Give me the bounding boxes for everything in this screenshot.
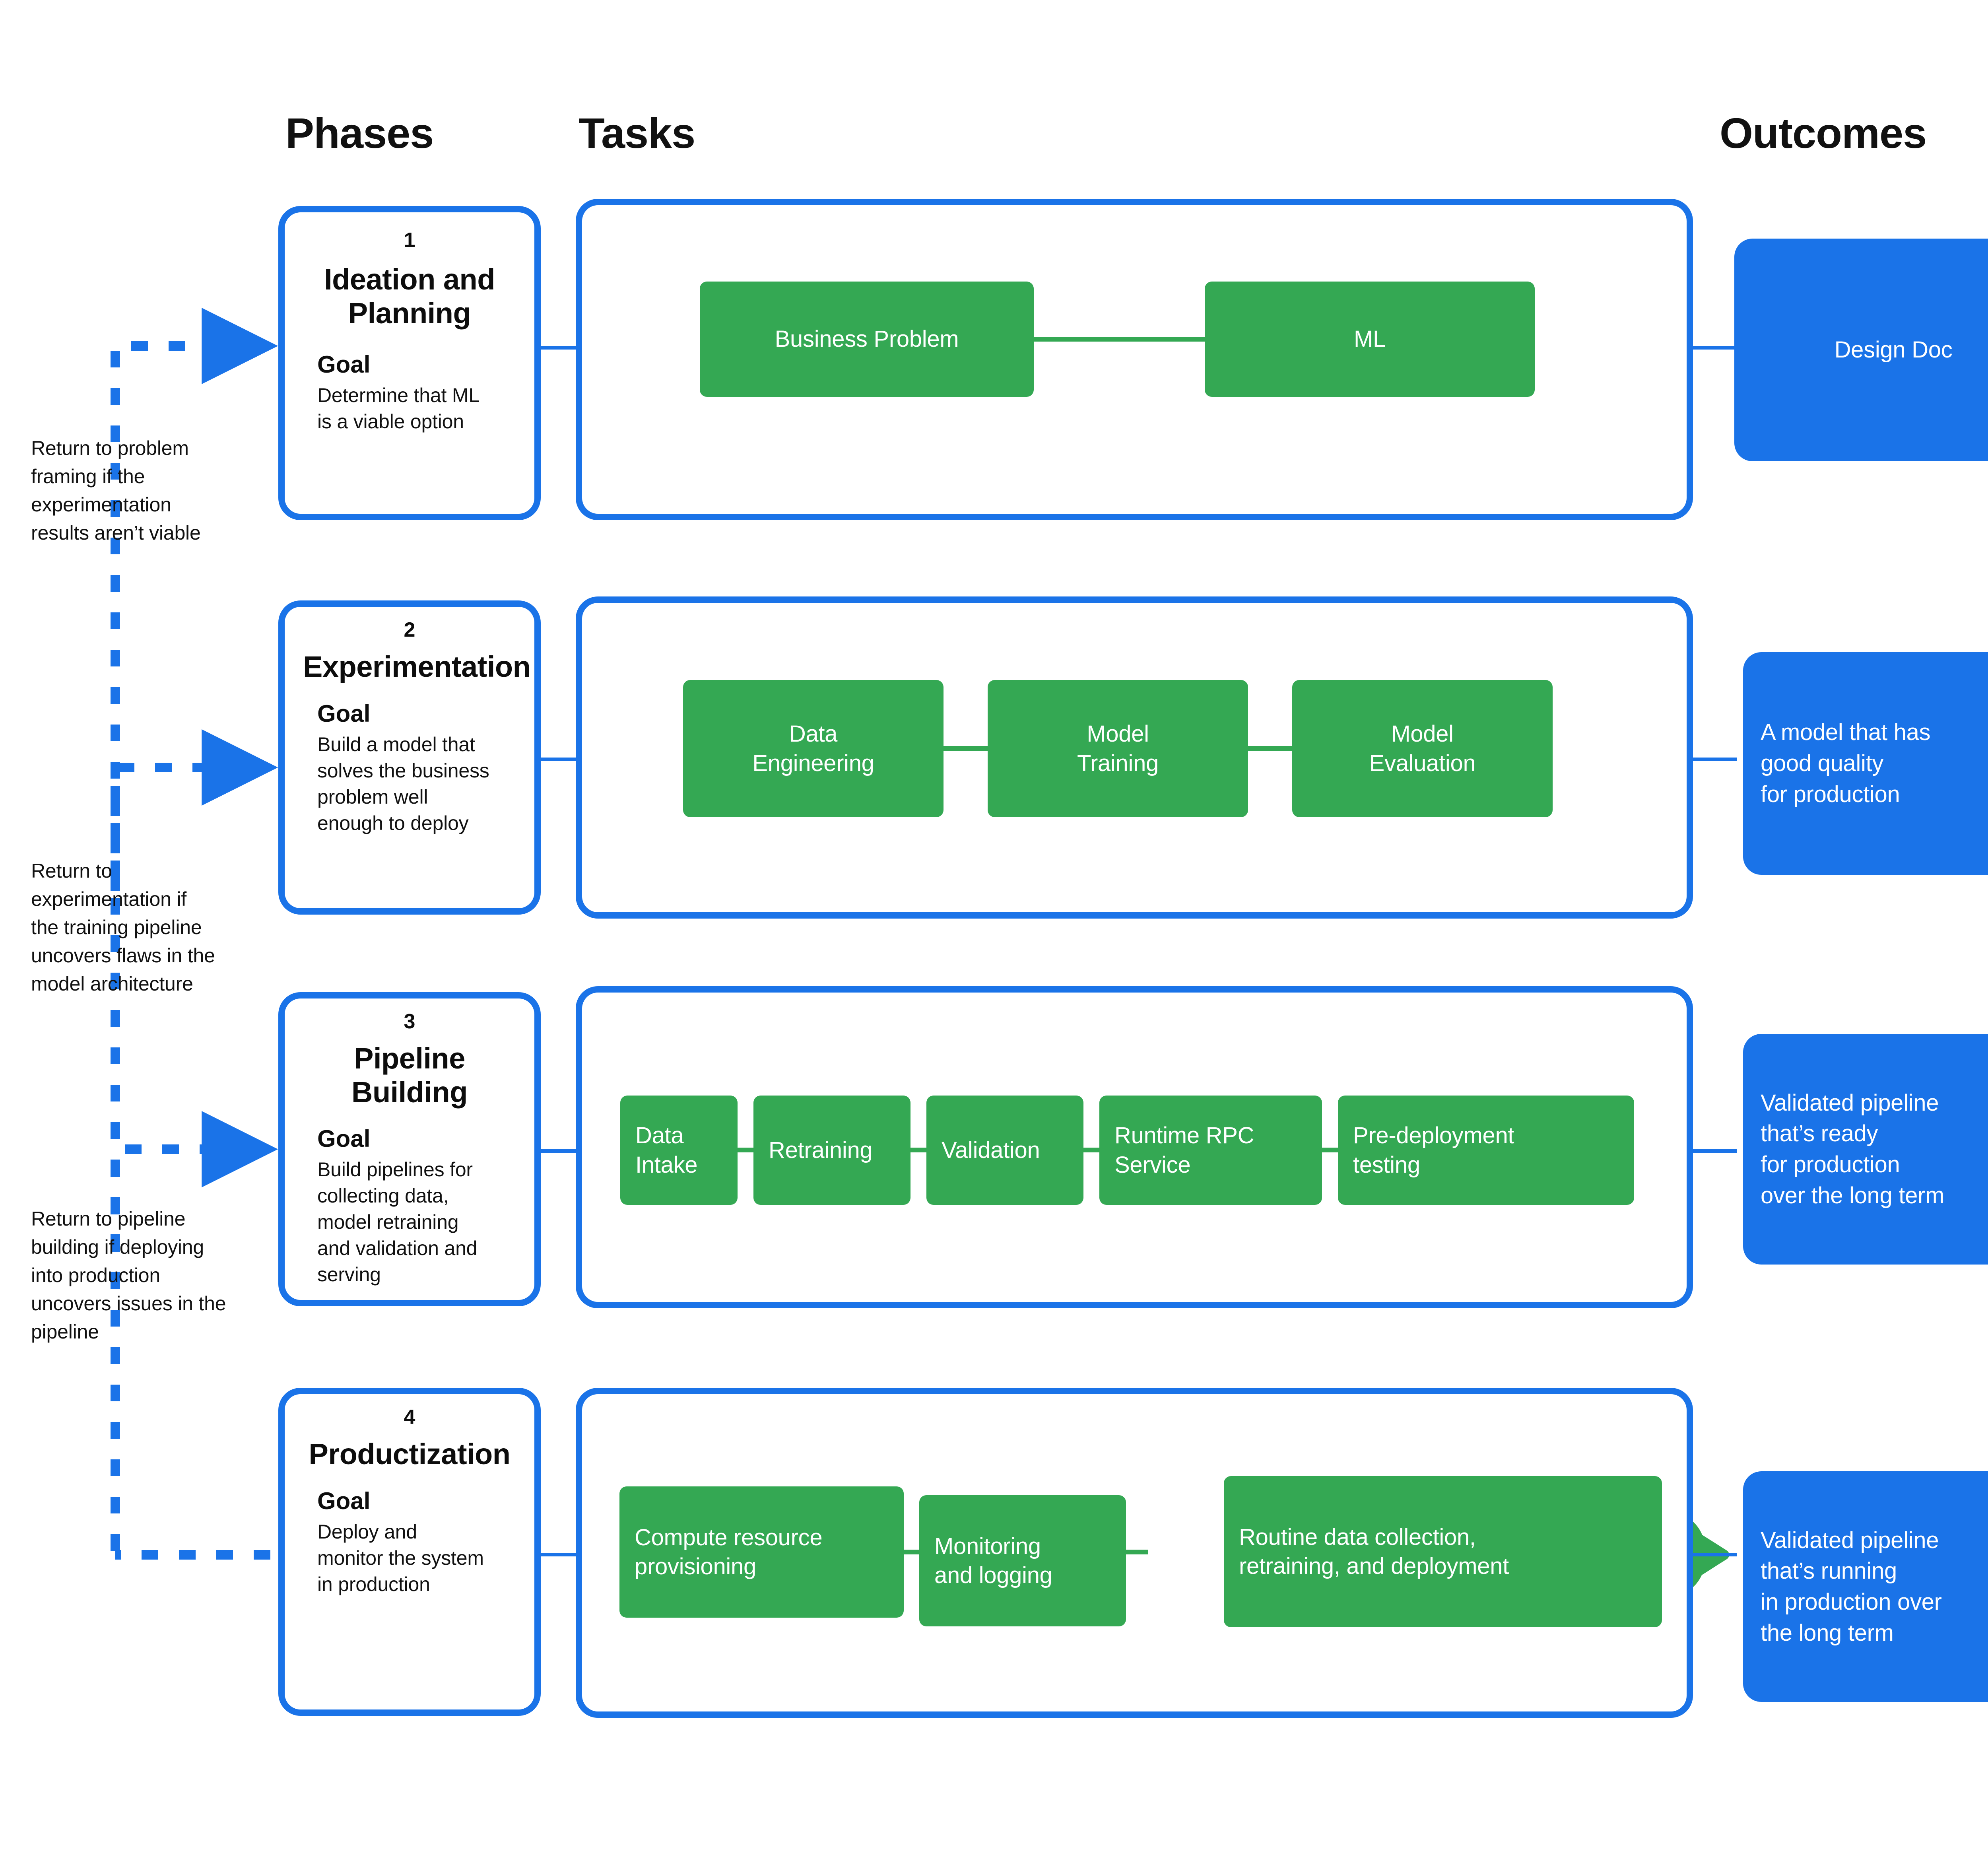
phase-goal-text-4: Deploy and monitor the system in product… <box>317 1520 484 1595</box>
annotation-return-to-experimentation: Return to experimentation if the trainin… <box>31 860 215 995</box>
phase-goal-label-3: Goal <box>317 1125 371 1152</box>
task-box-data-engineering[interactable]: Data Engineering <box>683 680 944 817</box>
connector-data-intake-retraining <box>736 1148 755 1152</box>
connector-monitoring-routine <box>1124 1550 1148 1554</box>
task-box-validation[interactable]: Validation <box>926 1096 1083 1205</box>
column-header-outcomes: Outcomes <box>1720 109 1927 157</box>
task-box-routine-data-collection[interactable]: Routine data collection, retraining, and… <box>1224 1476 1662 1627</box>
column-header-tasks: Tasks <box>579 109 695 157</box>
task-box-monitoring-and-logging[interactable]: Monitoring and logging <box>919 1495 1126 1626</box>
task-box-pre-deployment-testing[interactable]: Pre-deployment testing <box>1338 1096 1634 1205</box>
feedback-arrow-to-phase1 <box>111 308 278 891</box>
connector-business-problem-ml <box>1032 337 1207 342</box>
connector-data-eng-model-training <box>942 746 989 751</box>
connector-phase1-tasks <box>541 346 577 350</box>
phase-goal-text-2: Build a model that solves the business p… <box>317 733 489 834</box>
phase-number-1: 1 <box>404 229 415 252</box>
connector-compute-monitoring <box>902 1550 922 1554</box>
connector-model-training-model-eval <box>1246 746 1294 751</box>
phase-card-3[interactable]: 3 Pipeline Building Goal Build pipelines… <box>278 992 541 1306</box>
task-box-data-intake[interactable]: Data Intake <box>620 1096 738 1205</box>
outcome-box-1[interactable]: Design Doc <box>1734 239 1988 461</box>
connector-validation-runtime-rpc <box>1081 1148 1101 1152</box>
annotation-return-to-pipeline-building: Return to pipeline building if deploying… <box>31 1208 226 1343</box>
phase-title-2: Experimentation <box>303 650 531 684</box>
task-box-model-evaluation[interactable]: Model Evaluation <box>1292 680 1553 817</box>
phase-number-4: 4 <box>404 1406 415 1429</box>
task-box-retraining[interactable]: Retraining <box>753 1096 911 1205</box>
connector-tasks2-outcome2 <box>1693 758 1737 761</box>
phase-card-1[interactable]: 1 Ideation and Planning Goal Determine t… <box>278 206 541 520</box>
phase-goal-label-2: Goal <box>317 700 371 727</box>
connector-tasks1-outcome1 <box>1693 346 1737 350</box>
phase-title-1: Ideation and Planning <box>324 263 495 330</box>
task-box-compute-resource-provisioning[interactable]: Compute resource provisioning <box>619 1486 904 1618</box>
task-box-ml[interactable]: ML <box>1205 282 1535 397</box>
phase-goal-label-1: Goal <box>317 351 371 378</box>
connector-tasks3-outcome3 <box>1693 1149 1737 1153</box>
outcome-box-3[interactable]: Validated pipeline that’s ready for prod… <box>1743 1034 1988 1265</box>
annotation-return-to-problem-framing: Return to problem framing if the experim… <box>31 437 201 544</box>
phase-title-4: Productization <box>309 1438 511 1471</box>
task-box-business-problem[interactable]: Business Problem <box>700 282 1034 397</box>
outcome-box-4[interactable]: Validated pipeline that’s running in pro… <box>1743 1471 1988 1702</box>
phase-number-3: 3 <box>404 1010 415 1033</box>
phase-card-2[interactable]: 2 Experimentation Goal Build a model tha… <box>278 600 541 915</box>
outcome-box-2[interactable]: A model that has good quality for produc… <box>1743 652 1988 875</box>
phase-number-2: 2 <box>404 618 415 641</box>
task-box-model-training[interactable]: Model Training <box>988 680 1248 817</box>
phase-goal-text-3: Build pipelines for collecting data, mod… <box>317 1158 478 1286</box>
connector-phase4-tasks <box>541 1553 577 1556</box>
phase-goal-text-1: Determine that ML is a viable option <box>317 384 480 433</box>
phase-title-3: Pipeline Building <box>351 1042 468 1109</box>
connector-phase3-tasks <box>541 1149 577 1153</box>
column-header-phases: Phases <box>285 109 434 157</box>
connector-retraining-validation <box>909 1148 928 1152</box>
connector-tasks4-outcome4 <box>1693 1553 1737 1556</box>
connector-runtime-rpc-predeployment <box>1320 1148 1340 1152</box>
task-box-runtime-rpc-service[interactable]: Runtime RPC Service <box>1099 1096 1322 1205</box>
connector-phase2-tasks <box>541 758 577 761</box>
phase-card-4[interactable]: 4 Productization Goal Deploy and monitor… <box>278 1388 541 1716</box>
phase-goal-label-4: Goal <box>317 1487 371 1514</box>
